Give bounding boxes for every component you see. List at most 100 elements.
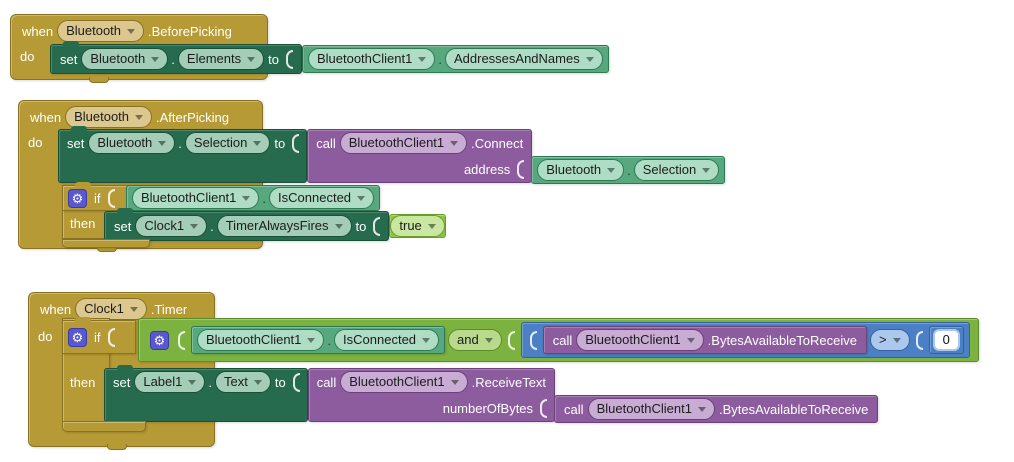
g1-value-property-dropdown[interactable]: AddressesAndNames <box>444 48 603 70</box>
param-socket <box>540 398 548 418</box>
g2-then-row: set Clock1 . TimerAlwaysFires to true <box>104 208 446 241</box>
g2-event-name: .AfterPicking <box>156 109 229 125</box>
g2-param-property-label: Selection <box>642 162 697 178</box>
g3-cmp-call-method: .BytesAvailableToReceive <box>707 332 857 348</box>
set-clock1-timeralwaysfires-block[interactable]: set Clock1 . TimerAlwaysFires to <box>104 208 390 241</box>
g2-do-row: set Bluetooth . Selection to call Blueto… <box>58 126 726 184</box>
number-input[interactable]: 0 <box>932 329 960 351</box>
g3-event-name: .Timer <box>150 301 188 317</box>
g2-cond-property-dropdown[interactable]: IsConnected <box>269 187 375 209</box>
g1-set-property-dropdown[interactable]: Elements <box>177 48 265 70</box>
g1-event-name: .BeforePicking <box>148 23 232 39</box>
g1-value-component-label: BluetoothClient1 <box>316 51 413 67</box>
value-socket <box>292 133 300 153</box>
g3-param-call-component-dropdown[interactable]: BluetoothClient1 <box>587 398 715 420</box>
to-keyword: to <box>355 218 367 234</box>
call-bluetoothclient1-connect-block[interactable]: call BluetoothClient1 .Connect address B… <box>307 129 726 184</box>
g3-component-dropdown[interactable]: Clock1 <box>75 298 147 320</box>
and-operator-dropdown[interactable]: and <box>448 329 502 351</box>
chevron-down-icon <box>242 195 251 201</box>
set-keyword: set <box>60 51 78 67</box>
gear-icon[interactable]: ⚙ <box>151 331 168 349</box>
g3-cmp-call-component-dropdown[interactable]: BluetoothClient1 <box>576 329 704 351</box>
number-zero-block[interactable]: 0 <box>928 326 964 354</box>
g3-then-set-component-dropdown[interactable]: Label1 <box>134 371 206 393</box>
condition-socket <box>107 188 115 208</box>
g1-set-property-label: Elements <box>186 51 242 67</box>
chevron-down-icon <box>253 140 262 146</box>
g1-do-row: set Bluetooth . Elements to BluetoothCli… <box>50 41 609 74</box>
g3-cond-component-dropdown[interactable]: BluetoothClient1 <box>197 329 325 351</box>
call-bytesavailabletoreceive-block[interactable]: call BluetoothClient1 .BytesAvailableToR… <box>554 395 879 423</box>
g2-cond-component-dropdown[interactable]: BluetoothClient1 <box>132 187 260 209</box>
gear-glyph: ⚙ <box>153 332 166 348</box>
g3-param-call-component-label: BluetoothClient1 <box>596 401 692 417</box>
chevron-down-icon <box>686 337 695 343</box>
g3-then-row: set Label1 . Text to call BluetoothClien… <box>104 365 879 423</box>
g2-call-component-dropdown[interactable]: BluetoothClient1 <box>339 132 468 154</box>
chevron-down-icon <box>585 56 594 62</box>
call-bluetoothclient1-receivetext-block[interactable]: call BluetoothClient1 .ReceiveText numbe… <box>307 368 879 423</box>
operand-socket <box>507 330 515 350</box>
g3-cmp-call-component-label: BluetoothClient1 <box>585 332 681 348</box>
set-keyword: set <box>113 374 131 390</box>
true-dropdown[interactable]: true <box>390 215 445 237</box>
g1-component-dropdown[interactable]: Bluetooth <box>57 20 145 42</box>
comparison-operator-dropdown[interactable]: > <box>870 329 910 351</box>
bluetoothclient1-addressesandnames-getter[interactable]: BluetoothClient1 . AddressesAndNames <box>301 45 609 73</box>
g3-then-set-property-dropdown[interactable]: Text <box>215 371 271 393</box>
logic-and-block[interactable]: ⚙ BluetoothClient1 . IsConnected and cal… <box>138 318 979 362</box>
set-bluetooth-selection-block[interactable]: set Bluetooth . Selection to <box>58 126 308 183</box>
if-keyword: if <box>94 190 101 206</box>
g2-if-block-header[interactable]: ⚙ if <box>62 182 128 211</box>
chevron-down-icon <box>127 28 136 34</box>
call-bytesavailabletoreceive-block[interactable]: call BluetoothClient1 .BytesAvailableToR… <box>542 326 867 354</box>
g2-set-property-label: Selection <box>193 135 248 151</box>
g3-recv-method: .ReceiveText <box>471 374 547 390</box>
set-keyword: set <box>67 135 85 151</box>
g2-cond-property-label: IsConnected <box>278 190 352 206</box>
chevron-down-icon <box>422 337 431 343</box>
g2-param-property-dropdown[interactable]: Selection <box>633 159 720 181</box>
value-socket <box>292 372 300 392</box>
g2-then-component-dropdown[interactable]: Clock1 <box>135 215 208 237</box>
g3-cond-property-label: IsConnected <box>343 332 417 348</box>
chevron-down-icon <box>427 223 436 229</box>
g2-set-component-dropdown[interactable]: Bluetooth <box>88 132 176 154</box>
g1-value-component-dropdown[interactable]: BluetoothClient1 <box>307 48 436 70</box>
gear-icon[interactable]: ⚙ <box>69 189 86 207</box>
chevron-down-icon <box>450 379 459 385</box>
value-socket <box>373 216 381 236</box>
set-keyword: set <box>114 218 132 234</box>
operand-socket <box>529 330 537 350</box>
g2-then-property-dropdown[interactable]: TimerAlwaysFires <box>216 215 352 237</box>
g3-cond-property-dropdown[interactable]: IsConnected <box>334 329 440 351</box>
bluetooth-selection-getter[interactable]: Bluetooth . Selection <box>531 156 726 184</box>
gear-icon[interactable]: ⚙ <box>69 328 86 346</box>
dot-separator: . <box>208 374 213 390</box>
set-label1-text-block[interactable]: set Label1 . Text to <box>104 365 308 422</box>
g3-if-block-bottom <box>62 421 146 432</box>
to-keyword: to <box>274 374 286 390</box>
g2-call-param-label: address <box>463 161 511 177</box>
call-keyword: call <box>316 135 336 151</box>
g3-cond-component-label: BluetoothClient1 <box>206 332 302 348</box>
bluetoothclient1-isconnected-getter[interactable]: BluetoothClient1 . IsConnected <box>191 326 446 354</box>
g3-header: when Clock1 .Timer <box>36 298 191 320</box>
logic-true-block[interactable]: true <box>389 214 446 238</box>
g3-recv-component-dropdown[interactable]: BluetoothClient1 <box>340 371 468 393</box>
set-bluetooth-elements-block[interactable]: set Bluetooth . Elements to <box>50 41 302 74</box>
g2-set-property-dropdown[interactable]: Selection <box>184 132 271 154</box>
g3-if-block-header[interactable]: ⚙ if <box>62 317 136 354</box>
g1-set-component-dropdown[interactable]: Bluetooth <box>81 48 169 70</box>
true-label: true <box>399 218 422 234</box>
call-keyword: call <box>552 332 573 348</box>
g2-then-component-label: Clock1 <box>144 218 185 234</box>
bluetoothclient1-isconnected-getter[interactable]: BluetoothClient1 . IsConnected <box>126 185 381 211</box>
math-greater-than-block[interactable]: call BluetoothClient1 .BytesAvailableToR… <box>520 322 970 358</box>
chevron-down-icon <box>607 167 616 173</box>
g2-component-dropdown[interactable]: Bluetooth <box>65 106 153 128</box>
g2-param-component-dropdown[interactable]: Bluetooth <box>537 159 625 181</box>
operand-socket <box>178 330 185 350</box>
chevron-down-icon <box>334 223 343 229</box>
